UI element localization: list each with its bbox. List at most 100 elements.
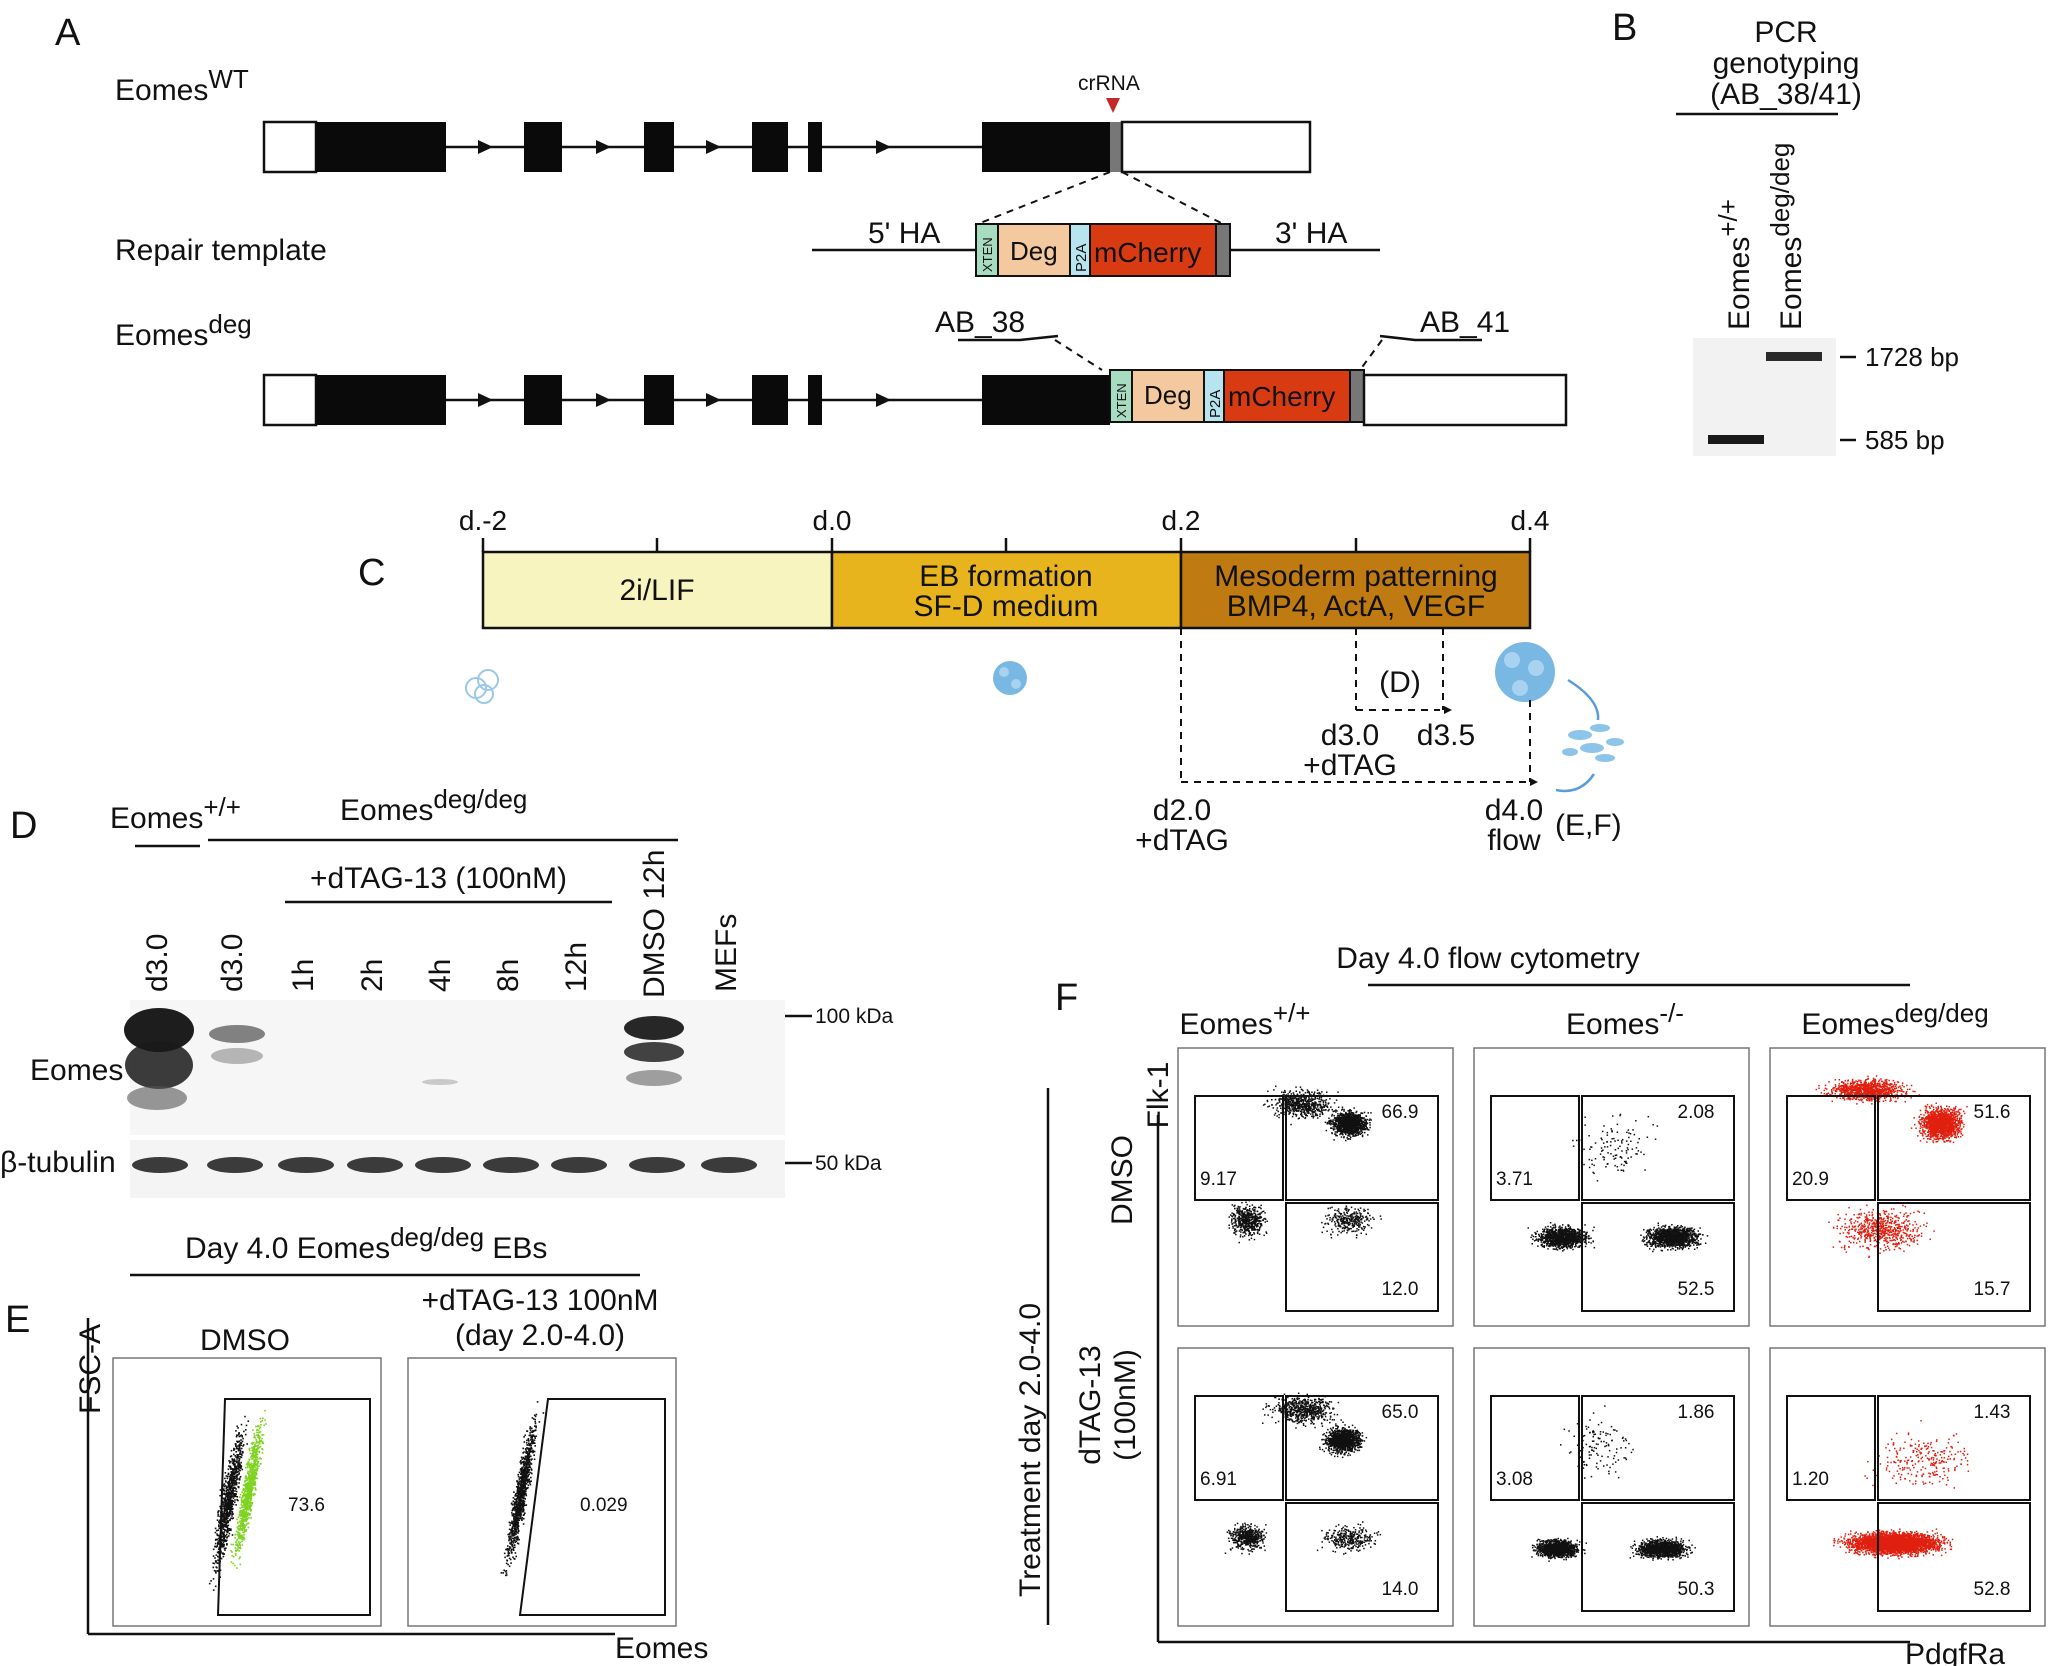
pcr-title-1: PCR — [1754, 16, 1817, 49]
lane-label: d3.0 — [141, 934, 174, 992]
ha3-label: 3' HA — [1275, 217, 1347, 250]
flow-e-dtag — [407, 1357, 677, 1627]
band-1728 — [1766, 352, 1822, 361]
flow-plot-dtag-1: 3.08 1.86 50.3 — [1473, 1347, 1750, 1627]
svg-text:Mesoderm patterning: Mesoderm patterning — [1214, 560, 1497, 593]
gate-value-upper-right: 51.6 — [1974, 1102, 2011, 1123]
f-row-dtag-2: (100nM) — [1109, 1349, 1142, 1461]
gate-left — [1490, 1395, 1580, 1501]
eomes-row-label: Eomes — [30, 1054, 123, 1087]
eomes-deg-gene: XTEN Deg P2A mCherry — [262, 369, 1568, 427]
svg-text:Deg: Deg — [1010, 236, 1058, 266]
f-row-dtag-1: dTAG-13 — [1074, 1345, 1107, 1465]
marker-50kda: 50 kDa — [815, 1152, 882, 1175]
gate-value-upper-right: 2.08 — [1678, 1102, 1715, 1123]
gate-upper-right — [1581, 1095, 1735, 1201]
tick-d4: d.4 — [1511, 505, 1550, 536]
repair-template-label: Repair template — [115, 234, 327, 267]
svg-text:P2A: P2A — [1207, 390, 1224, 418]
svg-text:SF-D medium: SF-D medium — [913, 590, 1098, 623]
panel-f-label: F — [1055, 977, 1078, 1019]
gate-value-upper-right: 65.0 — [1382, 1402, 1419, 1423]
gate-lower-right — [1581, 1202, 1735, 1312]
svg-text:mCherry: mCherry — [1094, 237, 1201, 268]
western-group-deg: Eomesdeg/deg — [340, 784, 527, 827]
primer-ab38-arrow — [958, 334, 1059, 342]
gate-value-left: 3.08 — [1496, 1469, 1533, 1490]
crrna-label: crRNA — [1078, 72, 1140, 95]
panel-d-label: D — [10, 805, 37, 847]
tick-d-2: d.-2 — [459, 505, 507, 536]
lane-label: 8h — [492, 959, 525, 992]
lane-label: DMSO 12h — [638, 850, 671, 998]
svg-text:+dTAG: +dTAG — [1303, 749, 1397, 782]
esc-cells-icon — [465, 669, 499, 704]
gate-lower-right — [1285, 1202, 1439, 1312]
band-585 — [1708, 435, 1764, 444]
panel-b: B PCR genotyping (AB_38/41) Eomes+/+ Eom… — [1612, 7, 1959, 456]
f-col-deg: Eomesdeg/deg — [1801, 998, 1988, 1041]
lane-label: 1h — [287, 959, 320, 992]
gate-lower-right — [1877, 1202, 2031, 1312]
panel-e: E Day 4.0 Eomesdeg/deg EBs DMSO +dTAG-13… — [5, 1222, 708, 1665]
gate-upper-right — [1581, 1395, 1735, 1501]
western-treatment: +dTAG-13 (100nM) — [310, 862, 567, 895]
gate-value-left: 20.9 — [1792, 1169, 1829, 1190]
gate-left — [1194, 1095, 1284, 1201]
panel-e-dtag-2: (day 2.0-4.0) — [455, 1319, 625, 1352]
svg-text:(E,F): (E,F) — [1555, 809, 1622, 842]
pcr-lane-deg: Eomesdeg/deg — [1765, 143, 1808, 330]
ha5-label: 5' HA — [868, 217, 940, 250]
western-group-wt: Eomes+/+ — [110, 792, 241, 835]
panel-e-label: E — [5, 1299, 30, 1341]
panel-a-label: A — [55, 12, 81, 54]
gate-value-lower-right: 50.3 — [1678, 1579, 1715, 1600]
e-y-axis: FSC-A — [74, 1324, 107, 1414]
gate-upper-right — [1285, 1395, 1439, 1501]
panel-e-dmso: DMSO — [200, 1324, 290, 1357]
panel-c: C d.-2 d.0 d.2 d.4 2i/LIF EB formation S… — [358, 505, 1624, 857]
gate-upper-right — [1285, 1095, 1439, 1201]
f-x-axis: PdgfRa — [1905, 1638, 2005, 1666]
d-label: (D) — [1379, 666, 1421, 699]
lane-label: d3.0 — [216, 934, 249, 992]
f-col-ko: Eomes-/- — [1566, 998, 1684, 1041]
timeline-eb-formation — [830, 550, 1183, 630]
lane-label: MEFs — [710, 914, 743, 992]
repair-template-construct: XTEN Deg P2A mCherry — [812, 223, 1380, 277]
gate-value-left: 3.71 — [1496, 1169, 1533, 1190]
gate-value-upper-right: 1.86 — [1678, 1402, 1715, 1423]
gate-value-left: 1.20 — [1792, 1469, 1829, 1490]
pcr-title-3: (AB_38/41) — [1710, 78, 1862, 111]
e-x-axis: Eomes — [615, 1632, 708, 1665]
e-value-dtag: 0.029 — [580, 1495, 628, 1516]
gate-value-upper-right: 66.9 — [1382, 1102, 1419, 1123]
eb-icon — [993, 661, 1027, 695]
gate-value-lower-right: 12.0 — [1382, 1279, 1419, 1300]
gate-e-dtag — [518, 1398, 666, 1616]
gate-lower-right — [1285, 1502, 1439, 1612]
gate-e-dmso — [216, 1398, 371, 1616]
flow-plot-dmso-0: 9.17 66.9 12.0 — [1177, 1047, 1454, 1327]
gate-left — [1786, 1095, 1876, 1201]
marker-100kda: 100 kDa — [815, 1005, 894, 1028]
gate-value-left: 9.17 — [1200, 1169, 1237, 1190]
patterned-eb-icon — [1495, 642, 1555, 702]
panel-d: D Eomes+/+ Eomesdeg/deg +dTAG-13 (100nM)… — [0, 784, 894, 1198]
pcr-lane-wt: Eomes+/+ — [1713, 199, 1756, 330]
western-eomes-blot — [130, 1000, 785, 1135]
lane-label: 4h — [424, 959, 457, 992]
eomes-deg-label: Eomesdeg — [115, 309, 252, 352]
svg-text:d3.0: d3.0 — [1321, 719, 1379, 752]
crrna-marker — [1106, 98, 1120, 113]
primer-ab41-arrow — [1379, 334, 1482, 342]
f-treatment-axis: Treatment day 2.0-4.0 — [1014, 1303, 1047, 1597]
eomes-wt-gene — [262, 120, 1312, 174]
tick-d2: d.2 — [1162, 505, 1201, 536]
panel-e-title: Day 4.0 Eomesdeg/deg EBs — [185, 1222, 547, 1265]
primer-ab38-label: AB_38 — [935, 306, 1025, 339]
tick-d0: d.0 — [813, 505, 852, 536]
f-row-dmso: DMSO — [1106, 1135, 1139, 1225]
